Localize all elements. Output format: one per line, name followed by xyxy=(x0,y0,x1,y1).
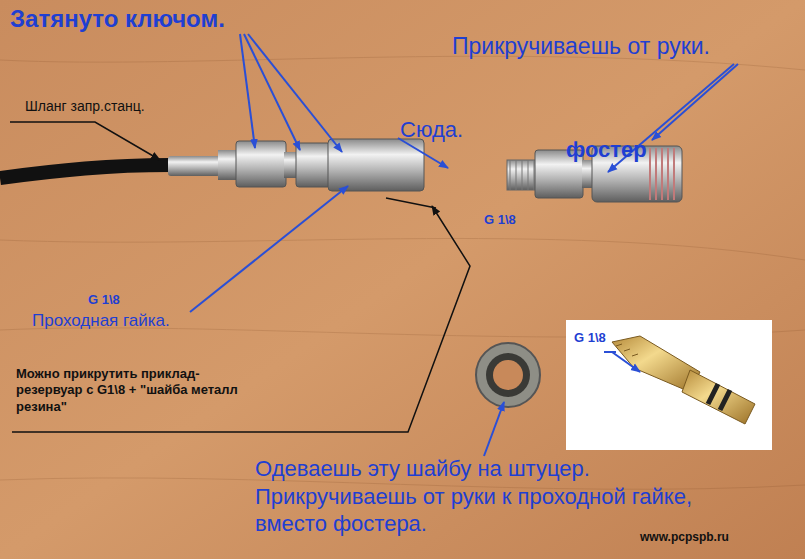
part-label: фостер xyxy=(566,136,647,164)
thread-label: G 1\8 xyxy=(574,330,606,346)
part-label: Проходная гайка. xyxy=(32,310,170,331)
note-label: Сюда. xyxy=(400,116,463,144)
thread-label: G 1\8 xyxy=(484,212,516,228)
part-label: Шланг запр.станц. xyxy=(25,98,145,116)
note-label: Прикручиваешь от руки. xyxy=(452,32,710,61)
washer xyxy=(476,343,540,407)
leader-lines xyxy=(190,34,738,456)
note-label: Можно прикрутить приклад-резервуар с G1\… xyxy=(16,366,248,415)
black-leader-lines xyxy=(10,122,470,432)
wood-grain xyxy=(0,56,805,489)
thread-label: G 1\8 xyxy=(88,292,120,308)
brass-nipple xyxy=(612,336,755,424)
hose xyxy=(0,165,170,178)
instruction-label: Одеваешь эту шайбу на штуцер. Прикручива… xyxy=(255,455,750,538)
watermark: www.pcpspb.ru xyxy=(640,530,729,545)
photo-inset xyxy=(566,320,772,450)
hose-crimp xyxy=(168,156,220,176)
left-fitting xyxy=(218,139,424,191)
heading-label: Затянуто ключом. xyxy=(10,4,225,34)
